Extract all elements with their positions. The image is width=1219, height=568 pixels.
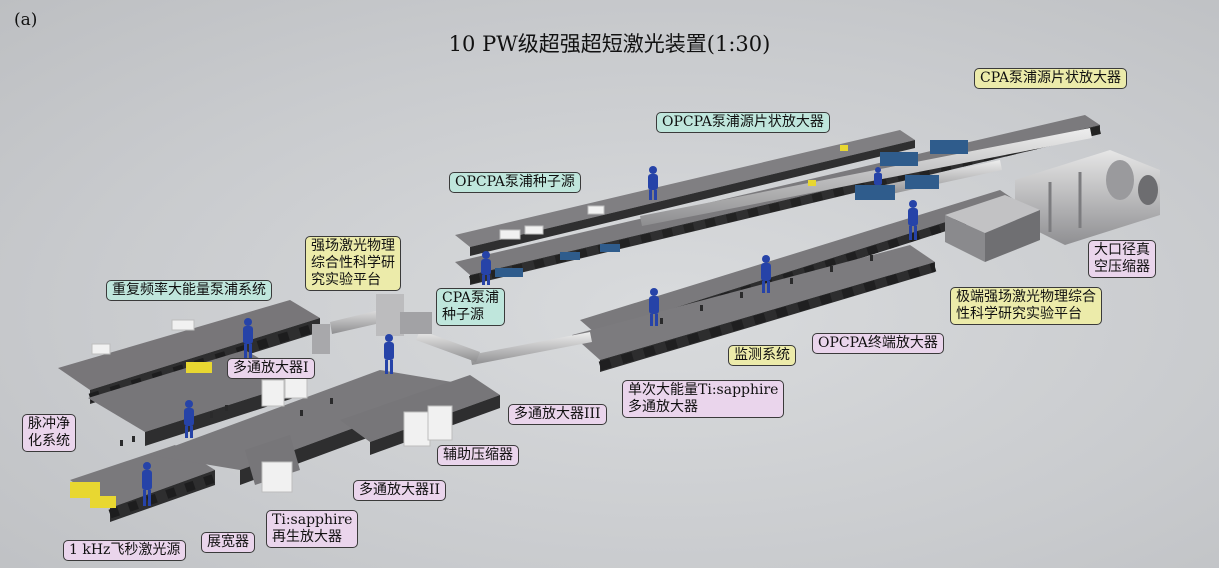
vacuum-compressor-chamber — [945, 150, 1160, 262]
pump-modules — [495, 140, 968, 277]
label-stretcher: 展宽器 — [201, 532, 255, 553]
label-large-compressor: 大口径真 空压缩器 — [1088, 240, 1156, 278]
yellow-boxes — [70, 145, 848, 508]
label-multipass-1: 多通放大器I — [227, 358, 315, 379]
label-fs-source: 1 kHz飞秒激光源 — [63, 540, 187, 561]
beam-tubes — [330, 128, 1092, 365]
label-pulse-cleaning: 脉冲净 化系统 — [22, 414, 76, 452]
label-rep-rate-pump: 重复频率大能量泵浦系统 — [106, 280, 272, 301]
label-multipass-3: 多通放大器III — [508, 404, 607, 425]
panel-tag: (a) — [14, 10, 38, 30]
beam-tower — [312, 294, 432, 354]
label-strong-field-platform: 强场激光物理 综合性科学研 究实验平台 — [305, 236, 401, 291]
figure-title: 10 PW级超强超短激光装置(1:30) — [448, 32, 771, 56]
label-monitor: 监测系统 — [728, 345, 796, 366]
label-cpa-pump-slab: CPA泵浦源片状放大器 — [974, 68, 1127, 89]
label-regen-amp: Ti:sapphire 再生放大器 — [266, 510, 359, 548]
label-opcpa-pump-slab: OPCPA泵浦源片状放大器 — [656, 112, 830, 133]
optics-mounts — [120, 255, 873, 446]
final-amplifier-table — [572, 245, 937, 372]
label-cpa-pump-seed: CPA泵浦 种子源 — [436, 288, 505, 326]
label-opcpa-pump-seed: OPCPA泵浦种子源 — [449, 172, 581, 193]
operators — [142, 166, 918, 506]
label-single-shot-amp: 单次大能量Ti:sapphire 多通放大器 — [622, 380, 785, 418]
label-opcpa-final-amp: OPCPA终端放大器 — [812, 333, 944, 354]
label-multipass-2: 多通放大器II — [353, 480, 447, 501]
label-aux-compressor: 辅助压缩器 — [437, 445, 519, 466]
label-extreme-platform: 极端强场激光物理综合 性科学研究实验平台 — [950, 287, 1102, 325]
